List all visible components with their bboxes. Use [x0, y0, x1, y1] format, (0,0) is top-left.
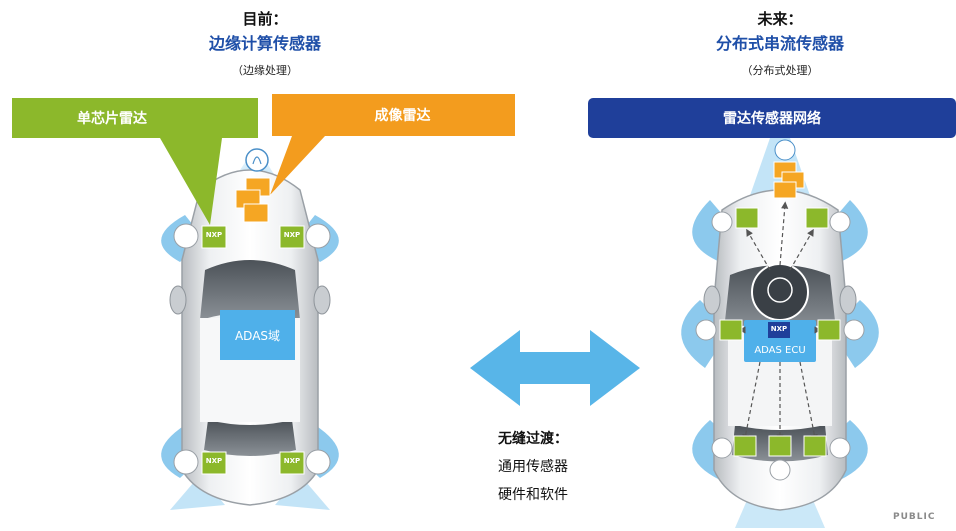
lightbulb-head-icon — [774, 139, 796, 161]
chip-icon — [719, 319, 743, 341]
double-arrow-icon — [470, 330, 640, 406]
chip-icon — [768, 435, 792, 457]
lightbulb-head-icon — [173, 449, 199, 475]
chip-icon — [735, 207, 759, 229]
orange-callout-shape — [270, 94, 515, 195]
lightbulb-head-icon — [173, 223, 199, 249]
green-callout-label: 单芯片雷达 — [77, 111, 147, 127]
chip-icon — [768, 322, 790, 338]
lightbulb-head-icon — [711, 437, 733, 459]
adas-ecu-box-shape — [744, 320, 816, 362]
green-callout-shape — [12, 98, 258, 225]
chip-icon — [201, 451, 227, 475]
left-heading: 目前： — [242, 10, 288, 28]
chip-icon — [803, 435, 827, 457]
chip-label: NXP — [205, 457, 223, 465]
left-note: （边缘处理） — [232, 64, 298, 77]
lightbulb-head-icon — [843, 319, 865, 341]
transition-title: 无缝过渡： — [498, 431, 568, 447]
chip-icon — [279, 451, 305, 475]
chip-icon — [805, 207, 829, 229]
chip-label: NXP — [283, 457, 301, 465]
chip-icon — [279, 225, 305, 249]
left-subheading: 边缘计算传感器 — [208, 34, 321, 53]
transition-line-1: 通用传感器 — [498, 459, 568, 475]
right-sensors — [695, 139, 865, 481]
chip-icon — [243, 203, 269, 223]
blue-callout-shape — [588, 98, 956, 138]
lightbulb-head-icon — [829, 211, 851, 233]
transition-text: 无缝过渡： 通用传感器 硬件和软件 — [498, 425, 648, 509]
orange-callout-label: 成像雷达 — [374, 108, 431, 124]
chip-icon — [773, 181, 797, 199]
lightbulb-head-icon — [829, 437, 851, 459]
chip-icon — [201, 225, 227, 249]
adas-ecu-label: ADAS ECU — [754, 344, 806, 356]
right-note: （分布式处理） — [741, 64, 819, 77]
chip-icon — [817, 319, 841, 341]
blue-callout-label: 雷达传感器网络 — [723, 111, 821, 127]
chip-label: NXP — [770, 325, 788, 333]
transition-line-2: 硬件和软件 — [498, 487, 568, 503]
public-footer: PUBLIC — [893, 512, 936, 522]
adas-domain-box: ADAS域 — [220, 310, 295, 360]
left-sensors — [173, 148, 331, 475]
chip-icon — [733, 435, 757, 457]
right-subheading: 分布式串流传感器 — [715, 34, 844, 53]
lightbulb-head-icon — [751, 263, 809, 321]
lightbulb-head-icon — [305, 449, 331, 475]
lightbulb-head-icon — [305, 223, 331, 249]
right-heading: 未来： — [757, 10, 803, 28]
lightbulb-head-icon — [695, 319, 717, 341]
network-arrows — [738, 201, 822, 442]
lightbulb-head-icon — [711, 211, 733, 233]
chip-label: NXP — [205, 231, 223, 239]
chip-label: NXP — [283, 231, 301, 239]
lightbulb-head-icon — [769, 459, 791, 481]
lightbulb-head-icon — [245, 148, 269, 172]
